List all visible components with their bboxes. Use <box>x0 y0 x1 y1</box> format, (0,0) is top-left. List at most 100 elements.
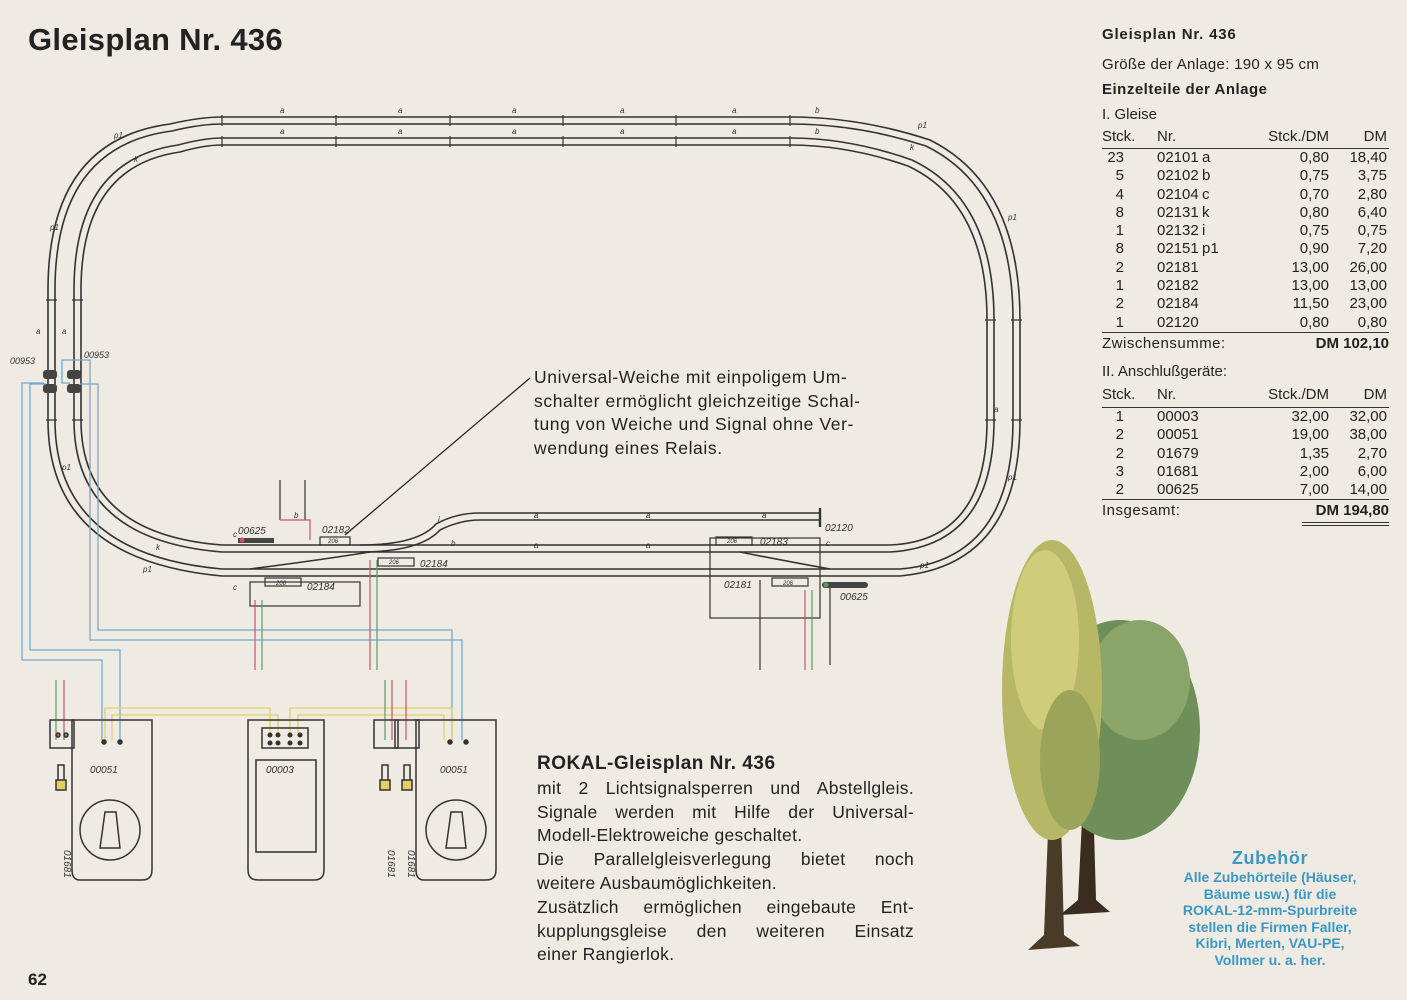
section1-title: I. Gleise <box>1102 106 1158 123</box>
table-cell: 2 <box>1115 444 1124 462</box>
svg-text:a: a <box>398 106 403 115</box>
table-cell: 7,00 <box>1299 481 1329 499</box>
description-line: Modell-Elektroweiche geschaltet. <box>537 825 803 846</box>
switch-boxes <box>249 536 821 619</box>
svg-text:c: c <box>233 583 237 592</box>
wires-blue <box>21 359 463 740</box>
table-cell: 18,40 <box>1349 149 1387 166</box>
inner-rail-outer <box>73 137 995 553</box>
track-joint-ticks <box>46 115 1022 421</box>
description-line: weitere Ausbaumöglichkeiten. <box>537 872 777 893</box>
description-line: mit 2 Lichtsignalsperren und Abstellglei… <box>537 777 914 798</box>
description-line: Signale werden mit Hilfe der Universal- <box>537 801 914 822</box>
svg-text:00051: 00051 <box>440 765 468 776</box>
table-cell: 2 <box>1115 481 1124 499</box>
svg-text:a: a <box>994 405 999 414</box>
svg-text:k: k <box>156 543 161 552</box>
svg-text:a: a <box>280 106 285 115</box>
table-cell: 0,75 <box>1299 167 1329 185</box>
table-cell: 4 <box>1115 185 1124 203</box>
table-cell: 02151 <box>1157 240 1199 258</box>
table-cell: 6,00 <box>1357 462 1387 480</box>
table-cell: 8 <box>1115 240 1124 258</box>
svg-text:00625: 00625 <box>238 526 266 537</box>
table-cell: 7,20 <box>1357 240 1387 258</box>
table-cell: 02182 <box>1157 277 1199 295</box>
table-cell: 3 <box>1115 462 1124 480</box>
table-cell: c <box>1202 185 1210 203</box>
svg-text:p1: p1 <box>113 131 123 140</box>
svg-text:206: 206 <box>782 581 794 587</box>
table-cell: 3,75 <box>1357 167 1387 185</box>
outer-rail-inner <box>54 123 1014 570</box>
table-cell: 02102 <box>1157 167 1199 185</box>
table-cell: 23 <box>1107 149 1124 166</box>
table-cell: 00051 <box>1157 426 1199 444</box>
table-cell: p1 <box>1202 240 1219 258</box>
switch-note: Universal-Weiche mit einpoligem Um- scha… <box>534 366 914 460</box>
table-cell: 0,80 <box>1299 203 1329 221</box>
svg-text:k: k <box>910 143 915 152</box>
table-cell: 14,00 <box>1349 481 1387 499</box>
controller-00051-right <box>373 719 497 881</box>
table-cell: 1,35 <box>1299 444 1329 462</box>
table-cell: 1 <box>1115 407 1124 425</box>
note-line: tung von Weiche und Signal ohne Ver- <box>534 414 854 434</box>
svg-text:a: a <box>620 127 625 136</box>
signal-group-left: 00953 00953 <box>10 350 109 393</box>
callout-line <box>344 377 531 536</box>
svg-text:02120: 02120 <box>825 523 853 534</box>
svg-text:206: 206 <box>726 539 738 545</box>
table-cell: a <box>1202 149 1211 166</box>
box-206-c <box>377 557 415 567</box>
box-206-e <box>771 577 809 587</box>
svg-text:01681: 01681 <box>385 850 396 878</box>
table-cell: 2,70 <box>1357 444 1387 462</box>
description-line: Zusätzlich ermöglichen eingebaute Ent- <box>537 896 914 917</box>
svg-text:206: 206 <box>327 539 339 545</box>
svg-text:a: a <box>762 511 767 520</box>
table-cell: 2 <box>1115 426 1124 444</box>
table-cell: 2 <box>1115 258 1124 276</box>
table-cell: 1 <box>1115 277 1124 295</box>
section2-header: Stck. Nr. Stck./DM DM <box>1102 385 1387 403</box>
svg-text:02184: 02184 <box>307 582 335 593</box>
siding-track <box>249 508 831 570</box>
table-cell: 0,80 <box>1299 149 1329 166</box>
table-cell: 13,00 <box>1349 277 1387 295</box>
svg-text:b: b <box>815 127 820 136</box>
page-number: 62 <box>28 970 47 989</box>
svg-text:p1: p1 <box>142 565 152 574</box>
svg-text:p1: p1 <box>61 463 71 472</box>
description-heading: ROKAL-Gleisplan Nr. 436 <box>537 753 776 774</box>
page-title: Gleisplan Nr. 436 <box>28 22 283 57</box>
svg-text:01681: 01681 <box>405 850 416 878</box>
note-line: wendung eines Relais. <box>534 437 723 458</box>
svg-text:02183: 02183 <box>760 537 788 548</box>
table-cell: 32,00 <box>1291 407 1329 425</box>
description-line: einer Rangierlok. <box>537 944 675 965</box>
svg-text:b: b <box>451 539 456 548</box>
track-letters: a a a a a b a a a a a b k p1 k p1 a a k … <box>36 106 1017 592</box>
svg-text:a: a <box>646 511 651 520</box>
signal-left-1-icon <box>43 370 57 379</box>
svg-text:00003: 00003 <box>266 765 294 776</box>
controller-00051-left <box>49 719 153 881</box>
svg-text:01681: 01681 <box>61 850 72 878</box>
tree-illustration <box>1002 540 1200 950</box>
subtotal-row: Zwischensumme: DM 102,10 <box>1102 334 1389 352</box>
table-cell: k <box>1202 203 1210 221</box>
svg-text:00625: 00625 <box>840 592 868 603</box>
table-cell: 11,50 <box>1292 295 1329 313</box>
box-206-a <box>319 536 351 546</box>
table-cell: 6,40 <box>1357 203 1387 221</box>
svg-text:a: a <box>732 106 737 115</box>
svg-text:a: a <box>512 106 517 115</box>
